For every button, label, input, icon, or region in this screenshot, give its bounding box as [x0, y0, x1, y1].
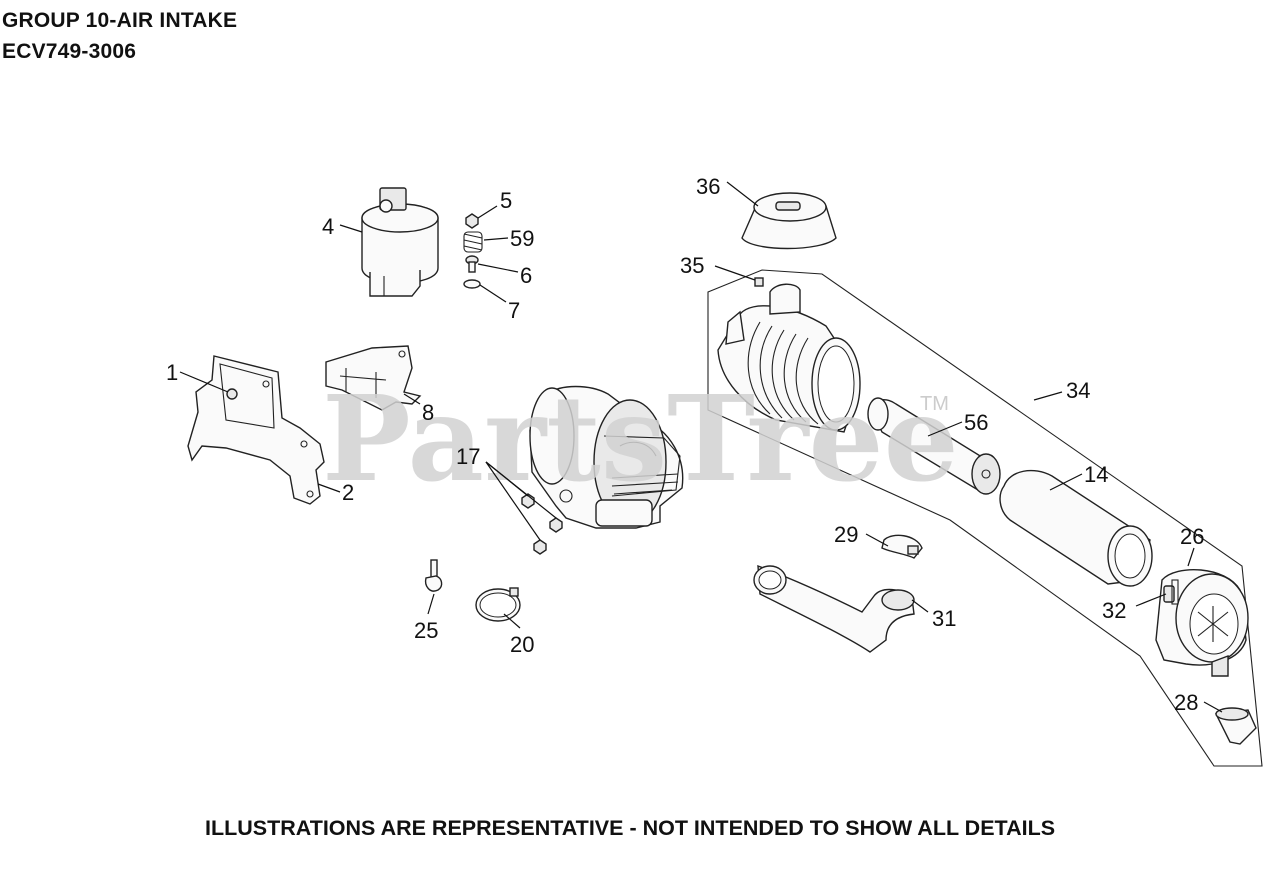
callout-6[interactable]: 6	[520, 263, 532, 288]
model-number: ECV749-3006	[2, 40, 137, 63]
callout-20[interactable]: 20	[510, 632, 534, 657]
part-56-safety-filter[interactable]	[867, 397, 1001, 495]
part-5-nut[interactable]	[465, 213, 479, 229]
part-4-clamp-band[interactable]	[361, 187, 439, 297]
callout-labels: 1 2 4 5 59 6 7 8 17 25 20 36 35 34 56 14…	[166, 174, 1204, 715]
callout-4[interactable]: 4	[322, 214, 334, 239]
part-25-clip[interactable]	[424, 559, 443, 592]
part-2-mounting-bracket[interactable]	[187, 355, 325, 505]
part-59-spring[interactable]	[463, 231, 483, 253]
watermark-trademark: TM	[920, 393, 949, 415]
part-35-fitting[interactable]	[754, 277, 764, 287]
part-31-elbow-hose[interactable]	[753, 564, 915, 653]
callout-1[interactable]: 1	[166, 360, 178, 385]
leader-lines	[179, 181, 1223, 713]
callout-25[interactable]: 25	[414, 618, 438, 643]
callout-35[interactable]: 35	[680, 253, 704, 278]
part-34-assembly-outline	[707, 269, 1263, 767]
disclaimer-text: ILLUSTRATIONS ARE REPRESENTATIVE - NOT I…	[205, 816, 1056, 840]
callout-2[interactable]: 2	[342, 480, 354, 505]
callout-56[interactable]: 56	[964, 410, 988, 435]
group-title: GROUP 10-AIR INTAKE	[2, 9, 238, 32]
watermark-brand: PartsTree	[322, 369, 959, 508]
part-7-washer[interactable]	[463, 279, 481, 289]
part-32-latch[interactable]	[1163, 579, 1179, 605]
part-14-primary-filter[interactable]	[999, 469, 1153, 587]
part-20-hose-clamp[interactable]	[475, 587, 521, 622]
callout-14[interactable]: 14	[1084, 462, 1108, 487]
part-8-bracket-plate[interactable]	[325, 345, 422, 411]
main-air-cleaner-canister[interactable]	[717, 283, 861, 433]
callout-31[interactable]: 31	[932, 606, 956, 631]
callout-17[interactable]: 17	[456, 444, 480, 469]
callout-59[interactable]: 59	[510, 226, 534, 251]
part-36-cap[interactable]	[741, 192, 837, 250]
callout-32[interactable]: 32	[1102, 598, 1126, 623]
callout-26[interactable]: 26	[1180, 524, 1204, 549]
callout-7[interactable]: 7	[508, 298, 520, 323]
callout-36[interactable]: 36	[696, 174, 720, 199]
part-1-screw[interactable]	[226, 388, 238, 400]
part-29-clamp[interactable]	[881, 534, 923, 559]
callout-34[interactable]: 34	[1066, 378, 1090, 403]
callout-29[interactable]: 29	[834, 522, 858, 547]
callout-8[interactable]: 8	[422, 400, 434, 425]
part-28-vacuator-valve[interactable]	[1214, 707, 1257, 745]
callout-28[interactable]: 28	[1174, 690, 1198, 715]
callout-5[interactable]: 5	[500, 188, 512, 213]
center-air-cleaner-housing[interactable]	[529, 385, 684, 529]
part-6-bolt[interactable]	[465, 255, 479, 273]
